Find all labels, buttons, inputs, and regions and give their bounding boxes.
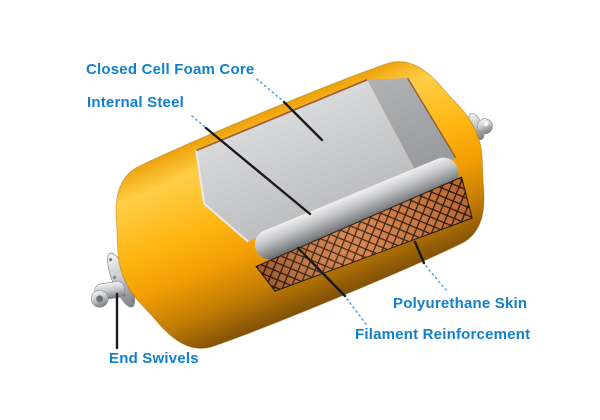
skin-cut-edge-right (407, 77, 457, 159)
leader-dotted-internal-steel (191, 115, 206, 128)
internal-steel-pipe (254, 157, 459, 260)
leader-dotted-foam-core (256, 78, 284, 102)
skin-cut-edge-top (195, 79, 368, 152)
filament-reinforcement-layer (255, 176, 473, 292)
leader-internal-steel (204, 126, 312, 216)
label-closed-cell-foam-core: Closed Cell Foam Core (86, 61, 255, 78)
label-internal-steel: Internal Steel (87, 94, 184, 111)
leader-poly-skin (413, 240, 426, 265)
skin-cut-edge-left (195, 150, 249, 243)
leader-dotted-poly-skin (425, 265, 447, 291)
foam-core-end-face (367, 78, 456, 173)
leader-lines (115, 100, 426, 350)
leader-dotted-lines (191, 78, 447, 325)
label-end-swivels: End Swivels (109, 350, 199, 367)
leader-dotted-filament (346, 298, 367, 325)
label-filament-reinforcement: Filament Reinforcement (355, 326, 531, 343)
leader-filament (296, 246, 347, 298)
foam-core-cutaway (196, 79, 417, 242)
leader-foam-core (282, 100, 324, 142)
end-swivel-left (90, 252, 136, 308)
end-swivel-right (468, 113, 493, 140)
label-polyurethane-skin: Polyurethane Skin (393, 295, 528, 312)
